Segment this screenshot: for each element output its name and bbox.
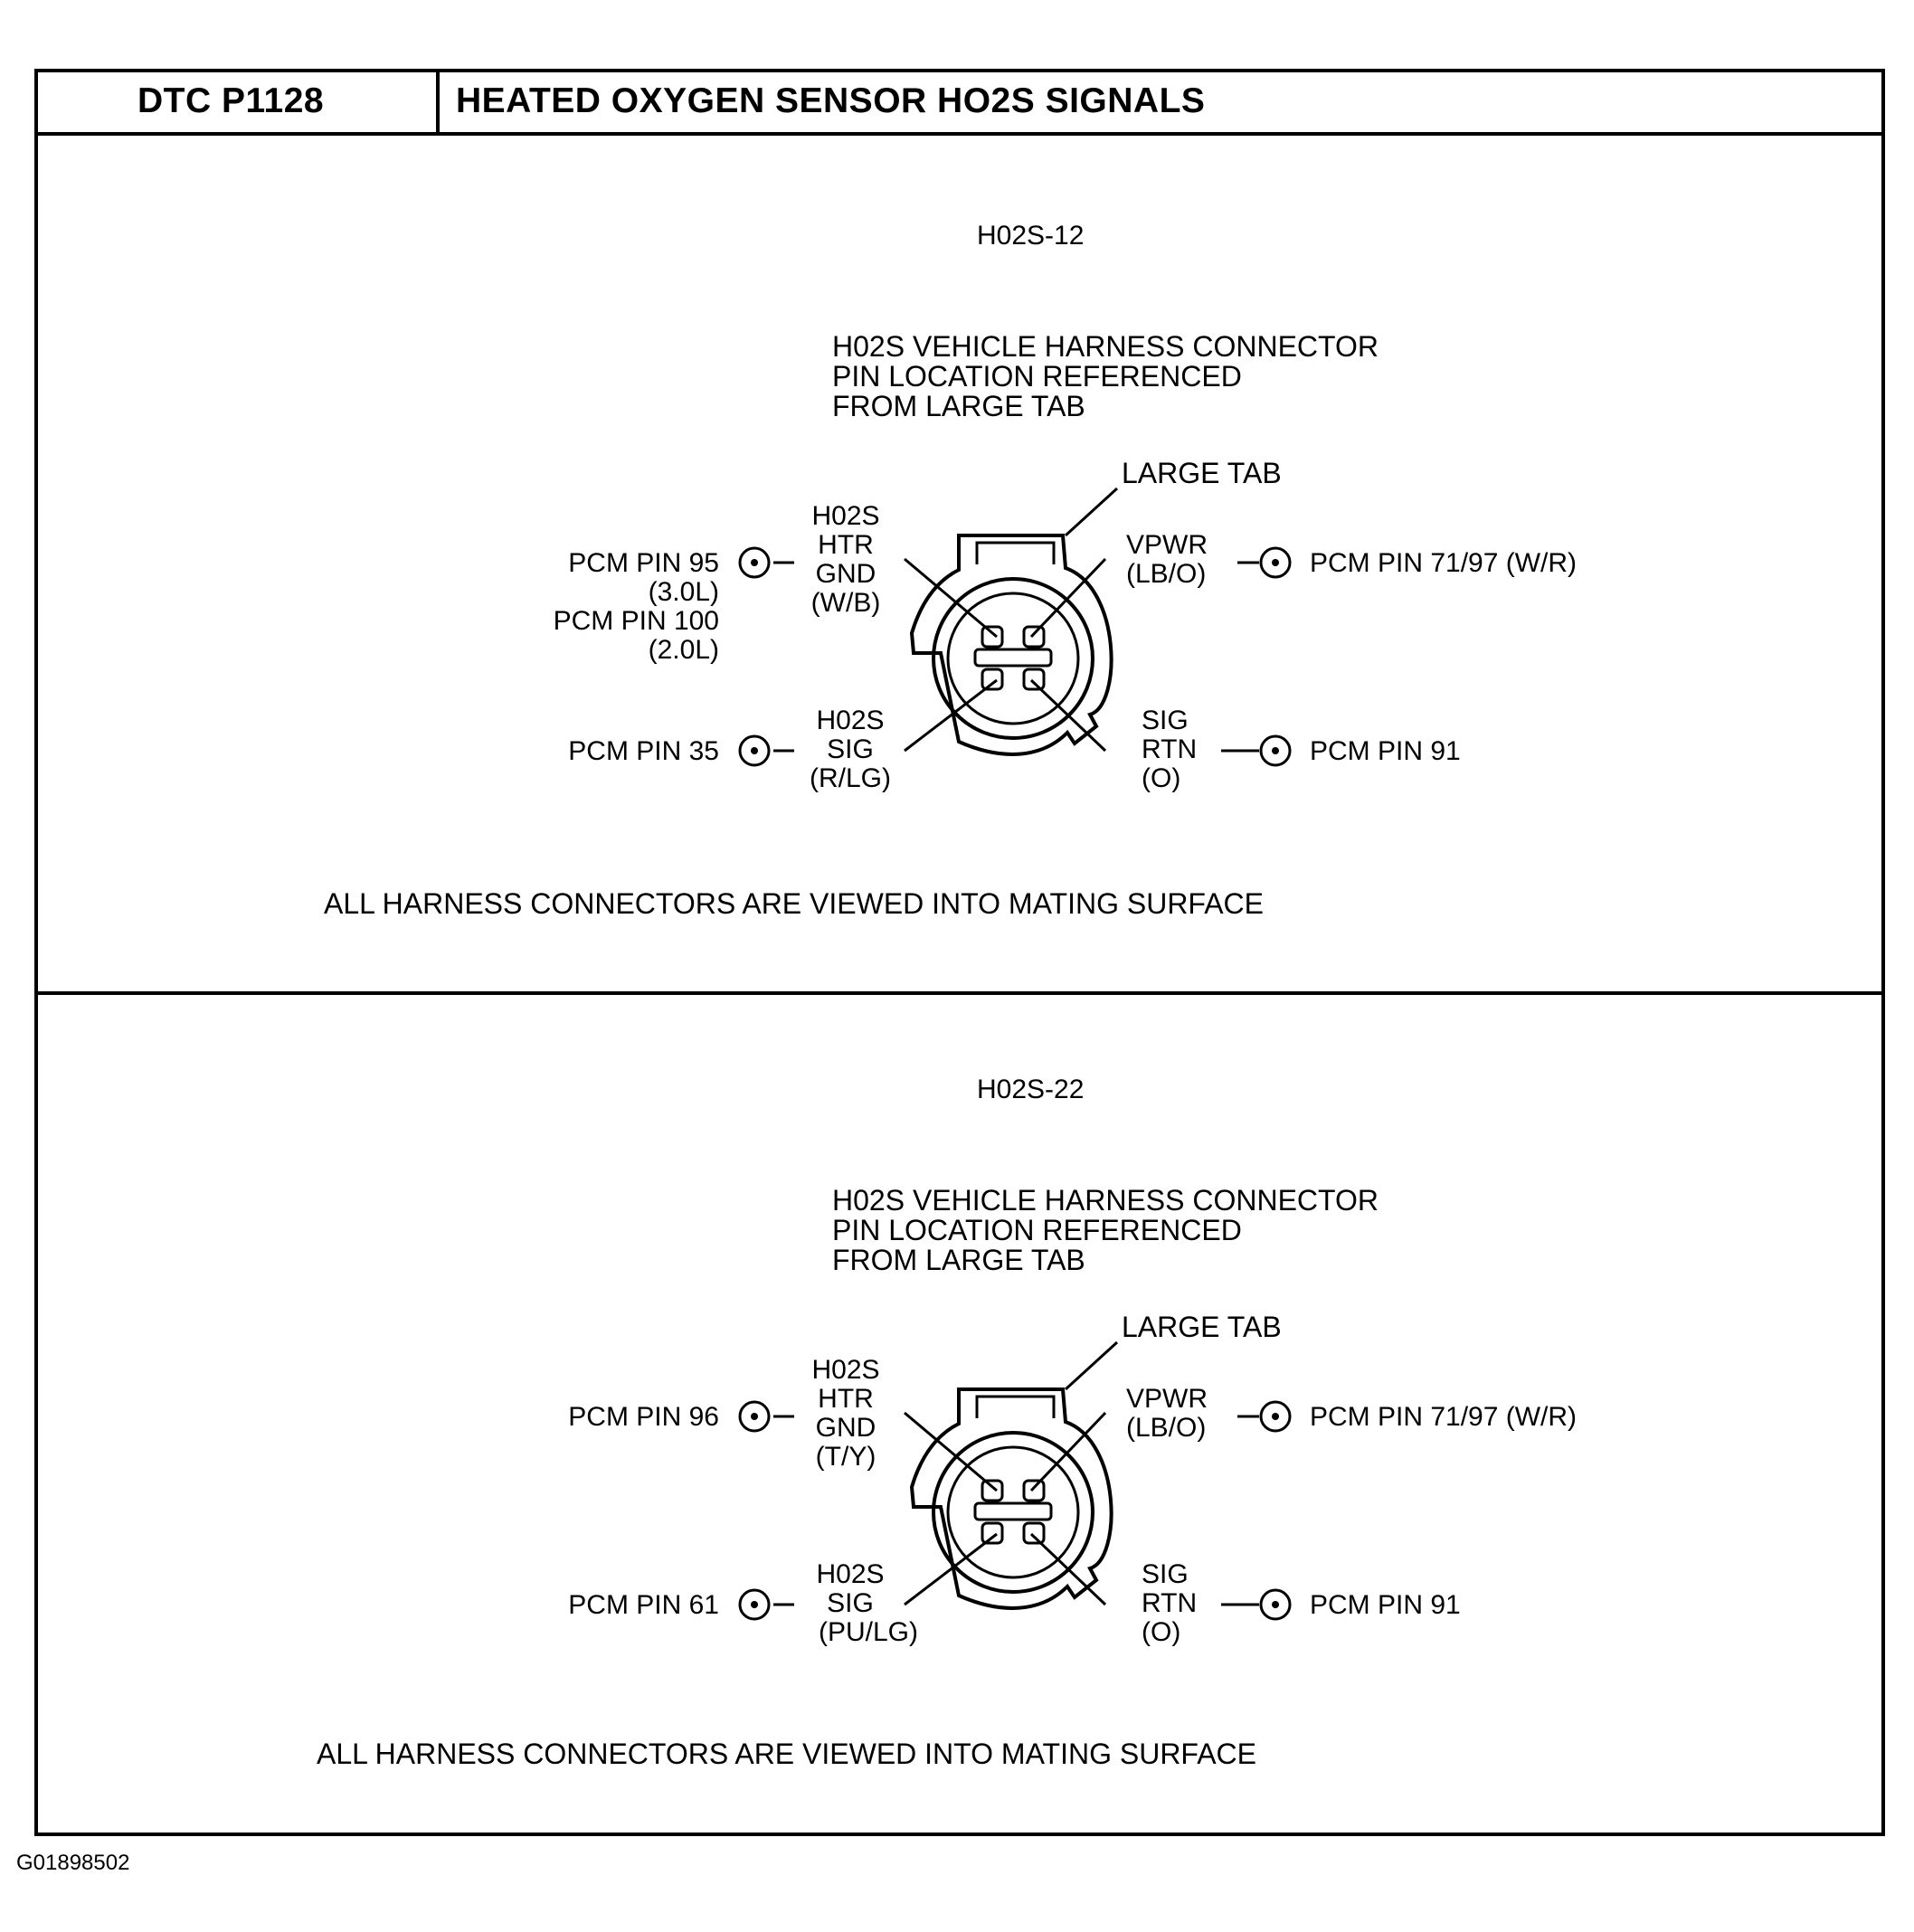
sig-line-2: SIG <box>827 734 874 764</box>
footer-note: ALL HARNESS CONNECTORS ARE VIEWED INTO M… <box>317 1738 1256 1770</box>
sig-rtn-leader <box>1029 678 1107 753</box>
sig-rtn-terminal-icon <box>1259 1588 1292 1621</box>
htr-gnd-line-2: HTR <box>818 530 874 560</box>
sig-rtn-line-3: (O) <box>1142 1617 1180 1647</box>
sig-terminal-icon <box>738 1588 771 1621</box>
htr-gnd-line-4: (T/Y) <box>816 1442 876 1472</box>
htr-gnd-pcm-line-2: (3.0L) <box>649 577 719 607</box>
sig-line-1: H02S <box>816 706 884 735</box>
htr-gnd-terminal-icon <box>738 1400 771 1433</box>
vpwr-line-1: VPWR <box>1126 1384 1208 1414</box>
vpwr-terminal-icon <box>1259 1400 1292 1433</box>
vpwr-terminal-dot <box>1272 559 1279 566</box>
large-tab-label: LARGE TAB <box>1122 457 1282 489</box>
large-tab-label: LARGE TAB <box>1122 1311 1282 1343</box>
sig-line-2: SIG <box>827 1588 874 1618</box>
htr-gnd-line-1: H02S <box>811 1355 879 1385</box>
sig-rtn-terminal-icon <box>1259 734 1292 767</box>
vpwr-line-2: (LB/O) <box>1126 1413 1206 1443</box>
sig-rtn-line-1: SIG <box>1142 1559 1189 1589</box>
htr-gnd-pcm-line-1: PCM PIN 96 <box>568 1402 719 1432</box>
panel-divider <box>38 991 1881 995</box>
htr-gnd-pcm-line-3: PCM PIN 100 <box>554 606 719 636</box>
sig-terminal-dot <box>751 1601 758 1608</box>
sig-terminal-dot <box>751 747 758 754</box>
footer-note: ALL HARNESS CONNECTORS ARE VIEWED INTO M… <box>324 887 1264 920</box>
diagram-frame: DTC P1128 HEATED OXYGEN SENSOR HO2S SIGN… <box>34 69 1885 1836</box>
dtc-code: DTC P1128 <box>137 81 325 120</box>
sig-leader <box>904 1532 998 1606</box>
htr-gnd-terminal-icon <box>738 546 771 579</box>
caption-line-1: H02S VEHICLE HARNESS CONNECTOR <box>832 1184 1379 1217</box>
figure-id: G01898502 <box>16 1851 130 1875</box>
htr-gnd-line-4: (W/B) <box>811 588 881 618</box>
sig-rtn-line-3: (O) <box>1142 763 1180 793</box>
sig-line-3: (PU/LG) <box>819 1617 918 1647</box>
panel-h02s-22: H02S-22 H02S VEHICLE HARNESS CONNECTOR P… <box>317 1075 1577 1770</box>
vpwr-line-1: VPWR <box>1126 530 1208 560</box>
sig-rtn-line-2: RTN <box>1142 734 1197 764</box>
sig-line-1: H02S <box>816 1559 884 1589</box>
vpwr-leader <box>1029 1411 1107 1492</box>
htr-gnd-pcm-line-1: PCM PIN 95 <box>568 548 719 578</box>
large-tab-leader <box>1064 1340 1119 1391</box>
htr-gnd-terminal-dot <box>751 559 758 566</box>
caption-line-2: PIN LOCATION REFERENCED <box>832 1214 1242 1246</box>
sig-rtn-terminal-dot <box>1272 1601 1279 1608</box>
htr-gnd-pcm-line-4: (2.0L) <box>649 635 719 665</box>
sig-terminal-icon <box>738 734 771 767</box>
vpwr-line-2: (LB/O) <box>1126 559 1206 589</box>
caption-line-3: FROM LARGE TAB <box>832 390 1085 422</box>
sig-rtn-line-1: SIG <box>1142 706 1189 735</box>
sig-rtn-leader <box>1029 1532 1107 1606</box>
htr-gnd-leader <box>904 557 998 639</box>
vpwr-pcm: PCM PIN 71/97 (W/R) <box>1310 548 1577 578</box>
sig-line-3: (R/LG) <box>810 763 891 793</box>
header-bar: DTC P1128 HEATED OXYGEN SENSOR HO2S SIGN… <box>38 72 1881 136</box>
sig-rtn-pcm: PCM PIN 91 <box>1310 1590 1461 1620</box>
caption-line-1: H02S VEHICLE HARNESS CONNECTOR <box>832 330 1379 363</box>
sig-rtn-line-2: RTN <box>1142 1588 1197 1618</box>
sig-leader <box>904 678 998 753</box>
sig-pcm: PCM PIN 61 <box>568 1590 719 1620</box>
connector-body <box>909 1387 1113 1610</box>
htr-gnd-terminal-dot <box>751 1413 758 1420</box>
sig-rtn-pcm: PCM PIN 91 <box>1310 736 1461 766</box>
caption-line-3: FROM LARGE TAB <box>832 1244 1085 1276</box>
sensor-name: H02S-22 <box>977 1075 1084 1104</box>
htr-gnd-line-3: GND <box>816 559 876 589</box>
panel-h02s-12: H02S-12 H02S VEHICLE HARNESS CONNECTOR P… <box>324 221 1577 920</box>
vpwr-terminal-dot <box>1272 1413 1279 1420</box>
vpwr-pcm: PCM PIN 71/97 (W/R) <box>1310 1402 1577 1432</box>
sig-rtn-terminal-dot <box>1272 747 1279 754</box>
vpwr-terminal-icon <box>1259 546 1292 579</box>
sensor-name: H02S-12 <box>977 221 1084 251</box>
sig-pcm: PCM PIN 35 <box>568 736 719 766</box>
connector-body <box>909 534 1113 756</box>
caption-line-2: PIN LOCATION REFERENCED <box>832 360 1242 393</box>
htr-gnd-line-3: GND <box>816 1413 876 1443</box>
dtc-title: HEATED OXYGEN SENSOR HO2S SIGNALS <box>456 81 1206 120</box>
large-tab-leader <box>1064 487 1119 537</box>
header-divider <box>436 72 440 132</box>
htr-gnd-leader <box>904 1411 998 1492</box>
htr-gnd-line-1: H02S <box>811 501 879 531</box>
htr-gnd-line-2: HTR <box>818 1384 874 1414</box>
vpwr-leader <box>1029 557 1107 639</box>
